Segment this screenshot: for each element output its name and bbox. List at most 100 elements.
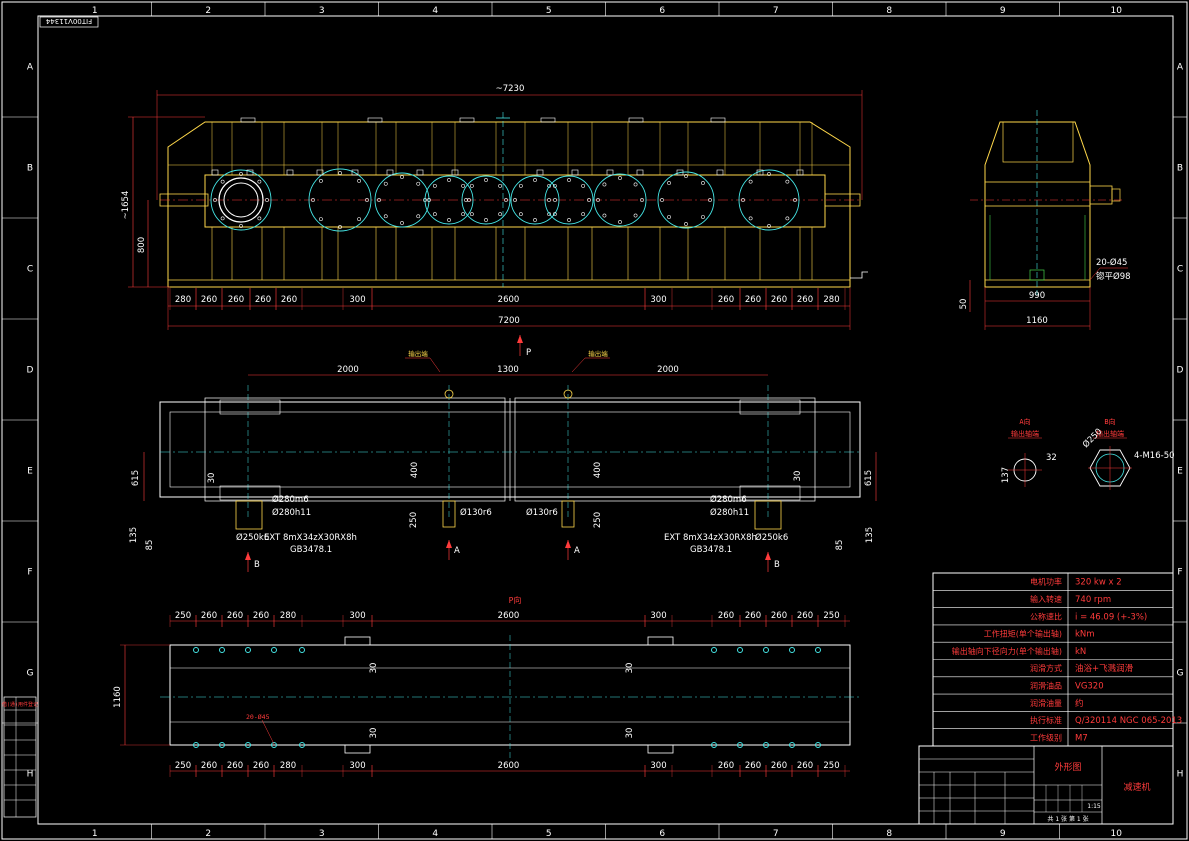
row-mark-right: B xyxy=(1177,164,1183,174)
tech-label: 润滑油量 xyxy=(1030,698,1062,708)
anchor-hole xyxy=(763,742,769,748)
bearing-cover xyxy=(544,175,594,225)
cover-bolt xyxy=(633,182,638,187)
std-left: GB3478.1 xyxy=(290,545,332,555)
tech-label: 输入转速 xyxy=(1030,594,1062,604)
foundation-dim: 260 xyxy=(797,761,813,771)
foundation-dim: 280 xyxy=(280,761,296,771)
front-bearings xyxy=(210,168,800,232)
cover-bolt xyxy=(602,182,607,187)
column-mark-top: 2 xyxy=(205,6,211,16)
foundation-dim: 260 xyxy=(227,761,243,771)
lifting-lug xyxy=(240,117,256,123)
cover-bolt xyxy=(400,175,404,179)
column-mark-top: 9 xyxy=(1000,6,1006,16)
cover-bolt xyxy=(469,212,474,217)
row-mark-left: A xyxy=(27,63,34,73)
cover-bolt xyxy=(319,217,323,221)
dim-top-2: 1300 xyxy=(497,365,519,375)
tech-value: 740 rpm xyxy=(1075,595,1111,605)
tech-value: 约 xyxy=(1075,698,1084,709)
detail-a-dim2: 137 xyxy=(1001,467,1011,483)
tech-label: 输出轴向下径向力(单个输出轴) xyxy=(952,646,1062,656)
row-mark-right: D xyxy=(1177,366,1184,376)
tech-label: 润滑油品 xyxy=(1030,680,1062,690)
shaft-right: Ø130r6 xyxy=(526,507,558,518)
tech-value: kNm xyxy=(1075,630,1095,640)
column-mark-top: 6 xyxy=(659,6,665,16)
cover-bolt xyxy=(220,179,225,184)
lifting-lug xyxy=(628,117,644,123)
foundation-dim: 2600 xyxy=(498,761,520,771)
cover-bolt xyxy=(767,224,771,228)
view-arrow-p: P xyxy=(526,348,531,358)
anchor-hole xyxy=(219,742,225,748)
flange-bolt xyxy=(286,169,294,176)
cover-bolt xyxy=(633,213,638,218)
bore-right: Ø250k6 xyxy=(755,532,788,543)
cover-bolt xyxy=(587,198,591,202)
bearing-cover xyxy=(424,175,474,225)
cover-bolt xyxy=(552,183,557,188)
front-bottom-dim: 260 xyxy=(228,295,244,305)
dim-side-outer: 1160 xyxy=(1026,316,1048,326)
column-mark-bottom: 3 xyxy=(319,829,325,839)
product-name: 减速机 xyxy=(1123,781,1150,793)
flange-bolt xyxy=(316,169,324,176)
cover-bolt xyxy=(785,216,790,221)
dim-250-right: 250 xyxy=(593,512,603,528)
cover-bolt xyxy=(338,171,342,175)
arrow-b-left: B xyxy=(254,560,260,570)
cover-bolt xyxy=(220,216,225,221)
anchor-hole xyxy=(789,742,795,748)
foundation-dim: 260 xyxy=(745,761,761,771)
cover-bolt xyxy=(416,214,421,219)
anchor-hole xyxy=(271,647,277,653)
tech-value: i = 46.09 (+-3%) xyxy=(1075,612,1147,622)
fit-left-1: Ø280m6 xyxy=(272,494,309,505)
flange-bolt xyxy=(536,169,544,176)
cover-bolt xyxy=(581,212,586,217)
flange-bolt xyxy=(571,169,579,176)
front-bottom-dim: 300 xyxy=(349,295,365,305)
lifting-lug xyxy=(540,117,556,123)
foundation-dim: 260 xyxy=(797,611,813,621)
anchor-hole xyxy=(193,647,199,653)
cover-bolt xyxy=(748,179,753,184)
cover-bolt xyxy=(533,218,537,222)
detail-a-title-1: A向 xyxy=(1019,417,1030,426)
tech-label: 工作级别 xyxy=(1030,732,1062,742)
cover-bolt xyxy=(533,178,537,182)
cover-bolt xyxy=(464,198,468,202)
foundation-dim-30-c: 30 xyxy=(369,728,379,739)
front-bottom-dim: 260 xyxy=(718,295,734,305)
top-view xyxy=(159,385,861,530)
cover-bolt xyxy=(602,213,607,218)
cover-bolt xyxy=(265,198,269,202)
foundation-height: 1160 xyxy=(113,686,123,708)
bearing-cover xyxy=(510,175,560,225)
dim-depth-right: 615 xyxy=(864,470,874,486)
anchor-hole xyxy=(789,647,795,653)
spline-right: EXT 8mX34zX30RX8h xyxy=(664,533,757,543)
flange-bolt xyxy=(606,169,614,176)
cover-bolt xyxy=(498,183,503,188)
cover-bolt xyxy=(432,212,437,217)
dim-overall-length: ~7230 xyxy=(496,84,525,94)
dim-base-height: 50 xyxy=(959,299,969,310)
column-mark-top: 10 xyxy=(1111,6,1123,16)
cover-bolt xyxy=(377,198,381,202)
detail-b-note: 4-M16-50 xyxy=(1134,451,1175,461)
top-view-dimensions: 2000 1300 2000 输出端 输出端 615 615 30 30 400… xyxy=(129,349,877,572)
cover-bolt xyxy=(427,198,431,202)
cover-bolt xyxy=(461,183,466,188)
row-mark-right: H xyxy=(1177,770,1184,780)
foundation-dim: 260 xyxy=(745,611,761,621)
foundation-dim: 250 xyxy=(175,611,191,621)
anchor-hole xyxy=(815,647,821,653)
row-mark-right: G xyxy=(1177,669,1184,679)
cover-bolt xyxy=(518,212,523,217)
foundation-dim: 280 xyxy=(280,611,296,621)
